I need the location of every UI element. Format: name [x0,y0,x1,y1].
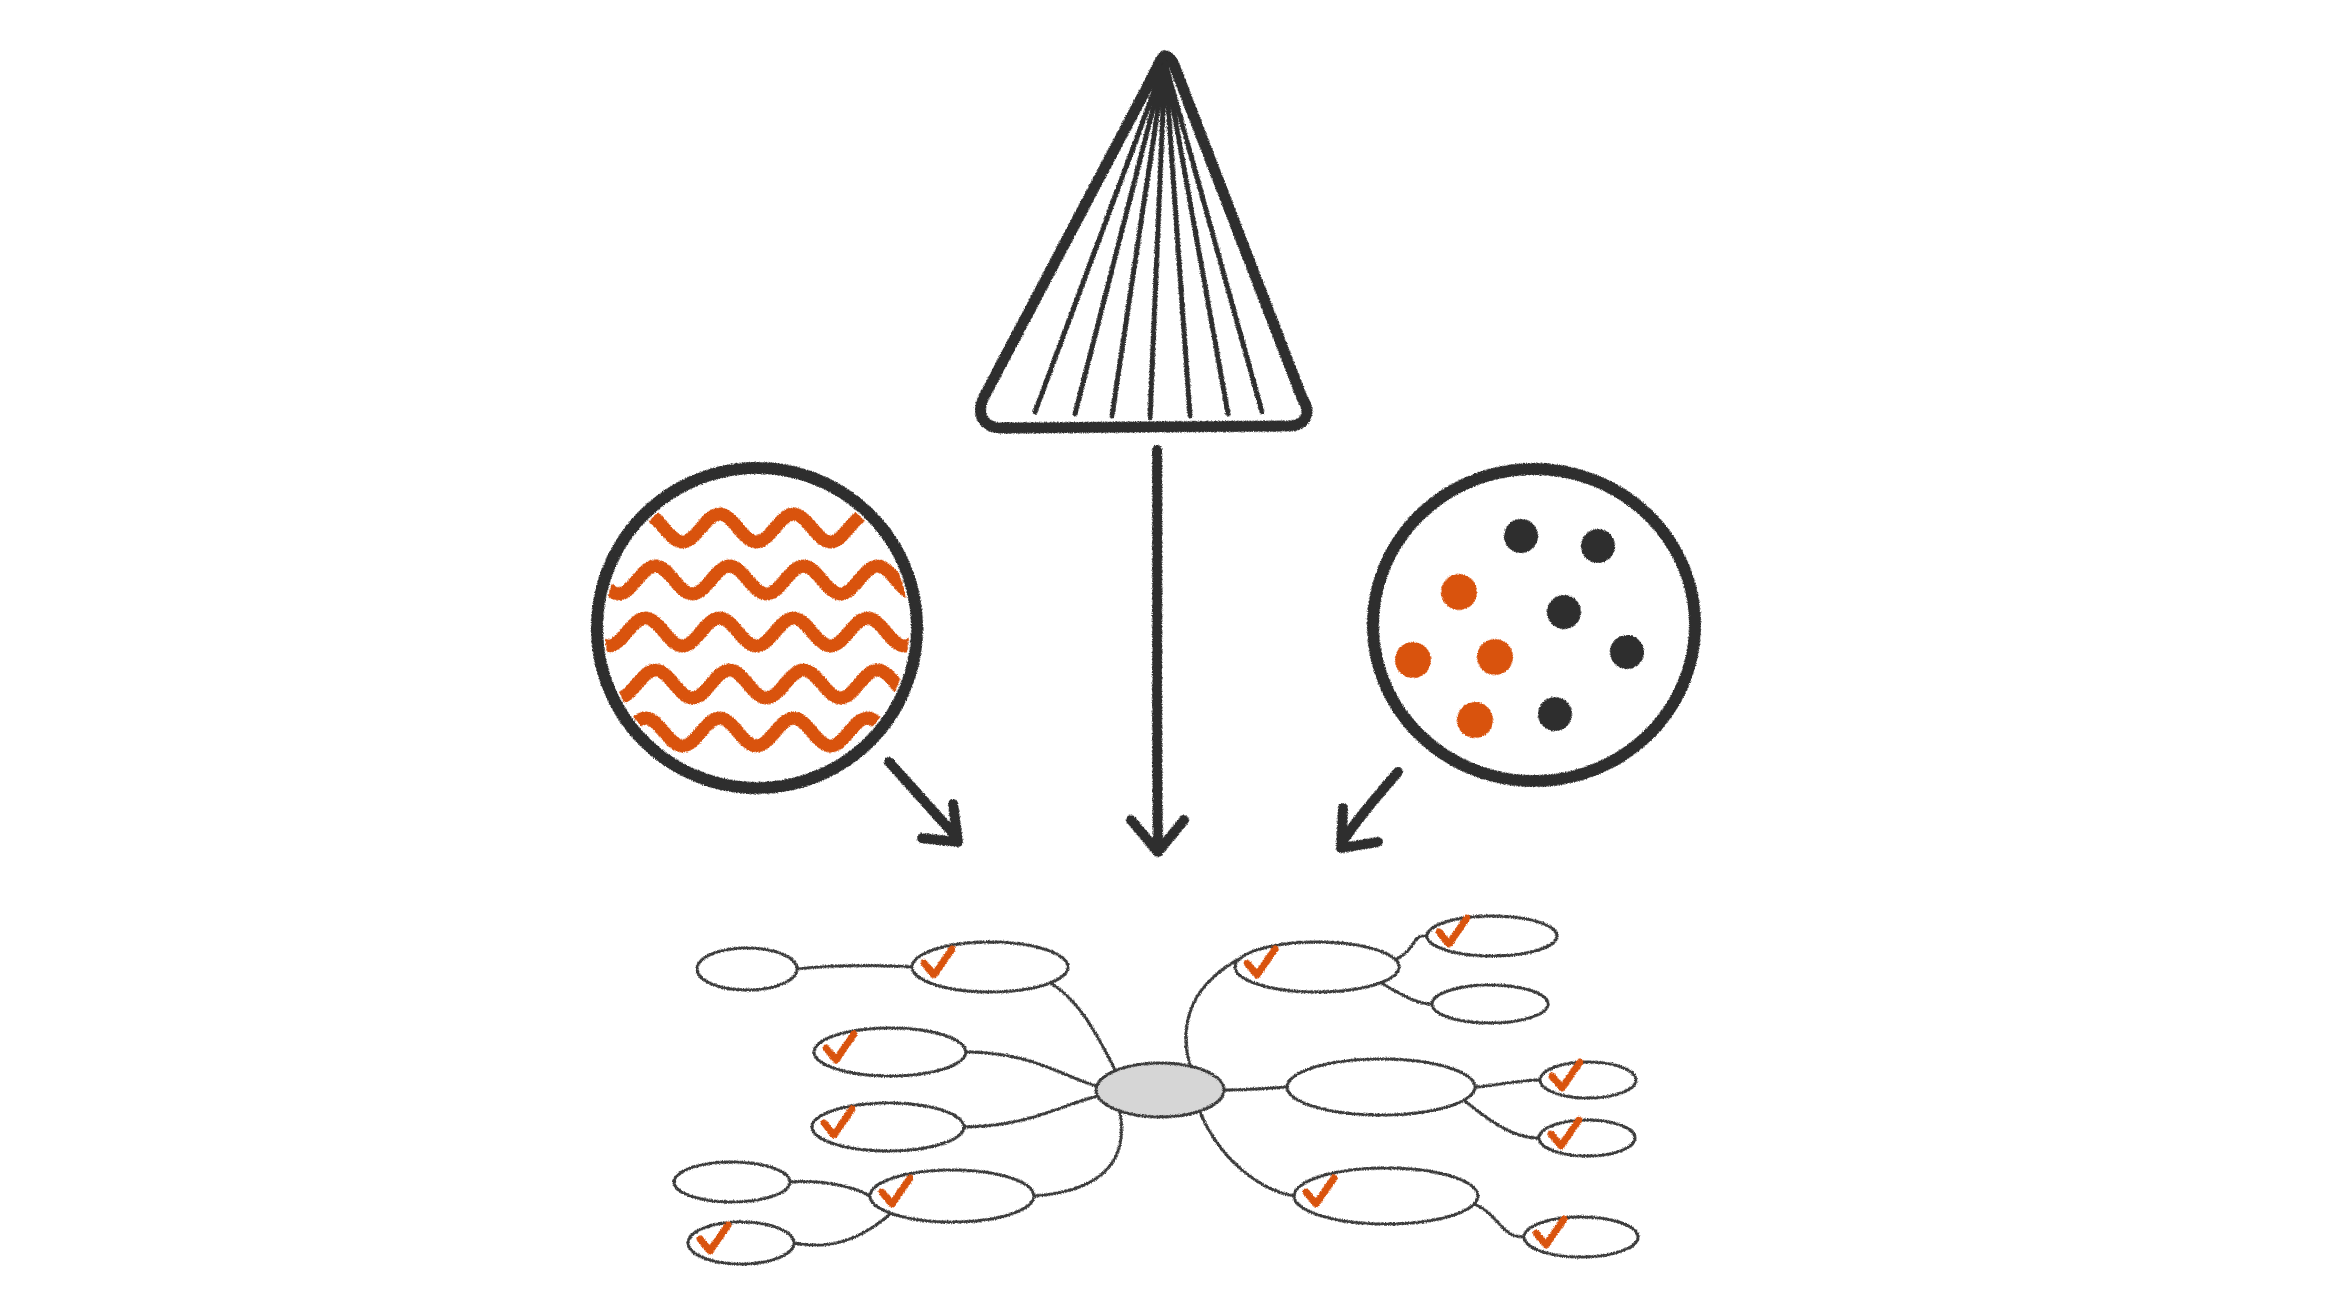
funnel-outline [975,50,1313,434]
mind-map-node [1430,983,1550,1025]
mind-map-node [686,1220,796,1266]
dark-dot [1504,519,1538,553]
mind-map-link [788,1180,872,1198]
funnel-rib [1162,59,1231,417]
left-arrow [884,757,963,847]
orange-wave [605,611,909,653]
funnel-rib [1162,59,1193,419]
check-icon [1243,945,1279,979]
funnel-rib [1147,59,1168,421]
funnel-rib [1032,59,1168,415]
mind-map-node [1233,940,1401,994]
mind-map-link [1463,1099,1541,1140]
mind-map-link [1395,934,1429,961]
funnel-rib [1162,59,1265,415]
orange-dot [1395,642,1431,678]
mixed-dots [1395,519,1644,738]
check-icon [920,945,956,979]
mind-map [672,914,1640,1266]
mind-map-link [1198,1110,1296,1198]
funnel-ribs [1032,59,1265,421]
left-circle [591,462,923,794]
mind-map-link [958,1094,1100,1129]
dark-dot [1581,529,1615,563]
orange-dot [1441,574,1477,610]
mind-map-hub [1094,1061,1226,1119]
dark-dot [1538,697,1572,731]
check-icon [820,1105,856,1139]
orange-dot [1457,702,1493,738]
mind-map-node [812,1026,968,1078]
dark-dot [1610,635,1644,669]
check-icon [1435,914,1471,948]
orange-wave [605,711,909,753]
orange-wave [605,559,909,601]
mind-map-link [1379,981,1434,1006]
mind-map-node [1285,1057,1477,1117]
dark-dot [1547,595,1581,629]
mind-map-node [810,1101,966,1153]
check-icon [696,1221,732,1255]
mind-map-links [788,934,1542,1247]
mind-map-node [868,1168,1036,1224]
funnel-rib [1109,59,1168,419]
funnel-rib [1072,59,1168,417]
mind-map-node [695,946,799,992]
check-icon [822,1030,858,1064]
mind-map-link [792,1212,892,1247]
mind-map-node [672,1160,792,1204]
mind-map-link [1472,1202,1526,1239]
mind-map-link [964,1050,1098,1088]
orange-wave [605,663,909,705]
mind-map-checks [696,914,1584,1255]
center-arrow [1126,445,1189,857]
mind-map-link [795,964,914,971]
check-icon [878,1174,914,1208]
orange-dot [1477,639,1513,675]
funnel-cone [975,50,1313,434]
check-icon [1547,1116,1583,1150]
mind-map-node [1522,1215,1640,1259]
orange-waves [605,507,909,753]
mind-map-link [1184,953,1249,1067]
check-icon [1532,1215,1568,1249]
mind-map-link [1048,981,1117,1072]
mind-map-link [1032,1110,1123,1198]
right-arrow [1336,767,1403,853]
mind-map-link [1473,1078,1542,1089]
right-circle [1367,463,1701,787]
check-icon [1548,1058,1584,1092]
mind-map-node [1292,1166,1480,1226]
mind-map-link [1222,1085,1289,1092]
check-icon [1302,1174,1338,1208]
